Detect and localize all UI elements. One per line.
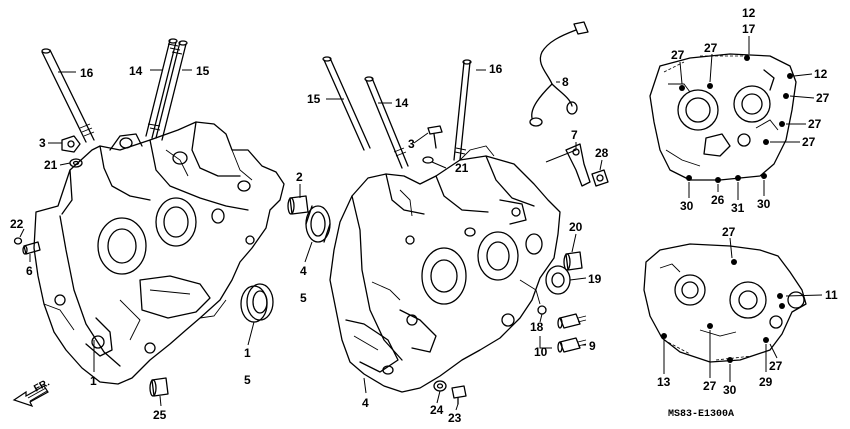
left-bracket-washer bbox=[61, 135, 83, 168]
gasket-view-lower bbox=[643, 243, 807, 363]
right-bolt-washer bbox=[422, 125, 443, 164]
callout-30: 30 bbox=[757, 197, 771, 211]
left-studs bbox=[41, 38, 188, 143]
callout-5: 5 bbox=[244, 373, 251, 387]
callout-22: 22 bbox=[10, 217, 24, 231]
callout-14: 14 bbox=[395, 96, 409, 110]
callout-5: 5 bbox=[300, 291, 307, 305]
callout-1: 1 bbox=[90, 374, 97, 388]
callout-16: 16 bbox=[489, 62, 503, 76]
front-direction-arrow bbox=[12, 385, 49, 408]
callout-12: 12 bbox=[742, 6, 756, 20]
callout-numbers: 16 14 15 3 21 22 6 2 4 5 1 5 1 25 15 14 … bbox=[10, 6, 838, 425]
gasket-view-lower-bolt-holes bbox=[661, 259, 785, 363]
callout-3: 3 bbox=[39, 136, 46, 150]
callout-30: 30 bbox=[723, 383, 737, 397]
right-crankcase-half bbox=[329, 145, 561, 393]
right-seals bbox=[545, 251, 583, 295]
callout-27: 27 bbox=[769, 359, 783, 373]
sensor-harness bbox=[529, 21, 589, 127]
callout-12: 12 bbox=[814, 67, 828, 81]
callout-27: 27 bbox=[808, 117, 822, 131]
gasket-view-upper-bolt-holes bbox=[679, 55, 793, 183]
callout-23: 23 bbox=[448, 411, 462, 425]
gasket-view-upper bbox=[649, 53, 797, 181]
callout-19: 19 bbox=[588, 272, 602, 286]
front-direction-label: FR. bbox=[32, 377, 52, 394]
callout-8: 8 bbox=[562, 75, 569, 89]
callout-2: 2 bbox=[296, 170, 303, 184]
callout-27: 27 bbox=[704, 41, 718, 55]
callout-1: 1 bbox=[244, 346, 251, 360]
callout-11: 11 bbox=[825, 288, 838, 302]
callout-4: 4 bbox=[300, 264, 307, 278]
callout-10: 10 bbox=[534, 345, 548, 359]
diagram-code: MS83-E1300A bbox=[668, 409, 734, 420]
callout-26: 26 bbox=[711, 193, 725, 207]
callout-27: 27 bbox=[816, 91, 830, 105]
callout-6: 6 bbox=[26, 264, 33, 278]
callout-24: 24 bbox=[430, 403, 444, 417]
right-studs bbox=[322, 56, 472, 169]
callout-27: 27 bbox=[802, 135, 816, 149]
callout-7: 7 bbox=[571, 128, 578, 142]
callout-27: 27 bbox=[671, 48, 685, 62]
callout-31: 31 bbox=[731, 201, 745, 215]
callout-25: 25 bbox=[153, 408, 167, 422]
left-bushings-seals bbox=[149, 195, 331, 397]
drain-bolt-washer bbox=[433, 380, 467, 405]
callout-29: 29 bbox=[759, 375, 773, 389]
leader-lines bbox=[19, 36, 823, 411]
callout-9: 9 bbox=[589, 339, 596, 353]
callout-16: 16 bbox=[80, 66, 94, 80]
bracket-bolt bbox=[565, 143, 609, 187]
callout-17: 17 bbox=[742, 22, 756, 36]
callout-21: 21 bbox=[44, 158, 58, 172]
callout-14: 14 bbox=[129, 64, 143, 78]
callout-15: 15 bbox=[307, 92, 321, 106]
callout-13: 13 bbox=[657, 375, 671, 389]
callout-15: 15 bbox=[196, 64, 210, 78]
callout-21: 21 bbox=[455, 161, 469, 175]
callout-27: 27 bbox=[722, 225, 736, 239]
left-dowel-bolt bbox=[13, 237, 41, 255]
callout-18: 18 bbox=[530, 320, 544, 334]
callout-27: 27 bbox=[703, 379, 717, 393]
callout-4: 4 bbox=[362, 396, 369, 410]
callout-20: 20 bbox=[569, 220, 583, 234]
callout-30: 30 bbox=[680, 199, 694, 213]
callout-28: 28 bbox=[595, 146, 609, 160]
callout-3: 3 bbox=[408, 137, 415, 151]
left-crankcase-half bbox=[33, 121, 285, 385]
